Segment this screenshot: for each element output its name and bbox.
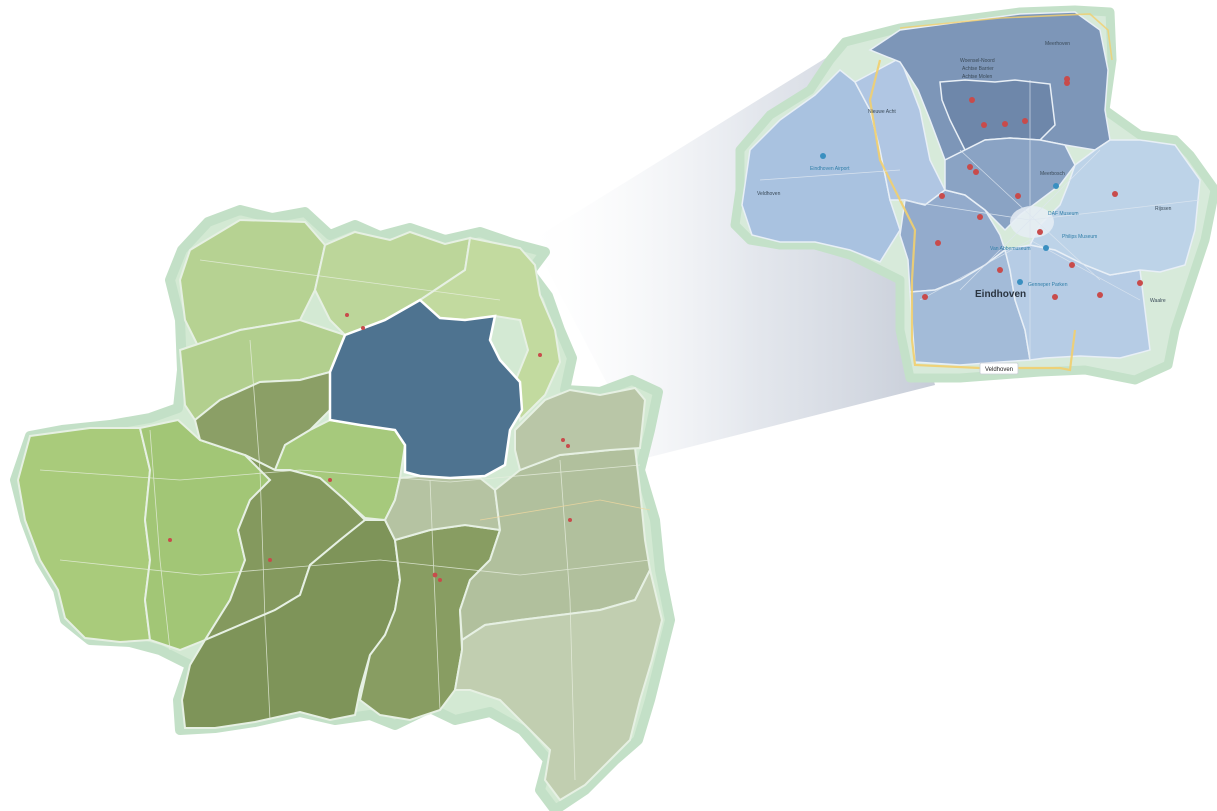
- map-marker[interactable]: [1112, 191, 1118, 197]
- map-marker[interactable]: [438, 578, 442, 582]
- district-label: Woensel-Noord: [960, 58, 995, 64]
- poi-label: Genneper Parken: [1028, 282, 1068, 288]
- poi-markers: [820, 153, 1059, 285]
- map-location-button-label: Veldhoven: [985, 367, 1013, 373]
- detail-map: Eindhoven Woensel-Noord Achtse Barrier A…: [730, 5, 1217, 385]
- poi-icon[interactable]: [1053, 183, 1059, 189]
- map-marker[interactable]: [1069, 262, 1075, 268]
- city-label: Eindhoven: [975, 289, 1026, 300]
- detail-region-center: [944, 137, 1076, 232]
- map-location-button[interactable]: Veldhoven: [979, 362, 1019, 375]
- map-marker[interactable]: [1022, 118, 1028, 124]
- district-label: Veldhoven: [757, 191, 781, 197]
- region-far-west: [16, 427, 152, 644]
- poi-label: Van Abbemuseum: [990, 246, 1031, 252]
- map-marker[interactable]: [922, 294, 928, 300]
- map-marker[interactable]: [969, 97, 975, 103]
- map-marker[interactable]: [1052, 294, 1058, 300]
- map-marker[interactable]: [1002, 121, 1008, 127]
- district-label: Meerbosch: [1040, 171, 1065, 177]
- city-center: [1010, 206, 1054, 238]
- district-label: Waalre: [1150, 298, 1166, 304]
- map-marker[interactable]: [967, 164, 973, 170]
- map-marker[interactable]: [997, 267, 1003, 273]
- map-marker[interactable]: [1015, 193, 1021, 199]
- poi-label: DAF Museum: [1048, 211, 1079, 217]
- map-marker[interactable]: [345, 313, 349, 317]
- overview-markers: [168, 313, 572, 582]
- ring-road: [868, 59, 1077, 372]
- poi-label: Philips Museum: [1062, 234, 1097, 240]
- district-label: Achtse Molen: [962, 74, 993, 80]
- map-marker[interactable]: [561, 438, 565, 442]
- district-label: Meerhoven: [1045, 41, 1070, 47]
- map-marker[interactable]: [973, 169, 979, 175]
- map-marker[interactable]: [168, 538, 172, 542]
- detail-region-west: [741, 68, 901, 263]
- road-lines: [39, 259, 651, 781]
- ring-road-north: [899, 13, 1113, 61]
- region-grey-northeast: [514, 386, 647, 472]
- map-marker[interactable]: [268, 558, 272, 562]
- map-marker[interactable]: [977, 214, 983, 220]
- map-marker[interactable]: [361, 326, 365, 330]
- map-marker[interactable]: [328, 478, 332, 482]
- poi-icon[interactable]: [820, 153, 826, 159]
- region-grey-southeast: [453, 567, 664, 802]
- map-marker[interactable]: [1064, 80, 1070, 86]
- map-marker[interactable]: [981, 122, 987, 128]
- district-label: Achtse Barrier: [962, 66, 994, 72]
- map-marker[interactable]: [1037, 229, 1043, 235]
- overview-map: [10, 205, 675, 811]
- district-label: Rijssen: [1155, 206, 1172, 212]
- map-marker[interactable]: [568, 518, 572, 522]
- map-marker[interactable]: [1137, 280, 1143, 286]
- district-label: Nieuwe Acht: [868, 109, 896, 115]
- map-marker[interactable]: [935, 240, 941, 246]
- map-marker[interactable]: [939, 193, 945, 199]
- map-marker[interactable]: [566, 444, 570, 448]
- map-marker[interactable]: [432, 572, 438, 578]
- district-label: Eindhoven Airport: [810, 166, 850, 172]
- poi-icon[interactable]: [1043, 245, 1049, 251]
- detail-markers: [922, 76, 1143, 300]
- map-marker[interactable]: [1097, 292, 1103, 298]
- map-marker[interactable]: [538, 353, 542, 357]
- highlighted-region[interactable]: [328, 298, 524, 480]
- poi-icon[interactable]: [1017, 279, 1023, 285]
- detail-streets: [759, 80, 1201, 360]
